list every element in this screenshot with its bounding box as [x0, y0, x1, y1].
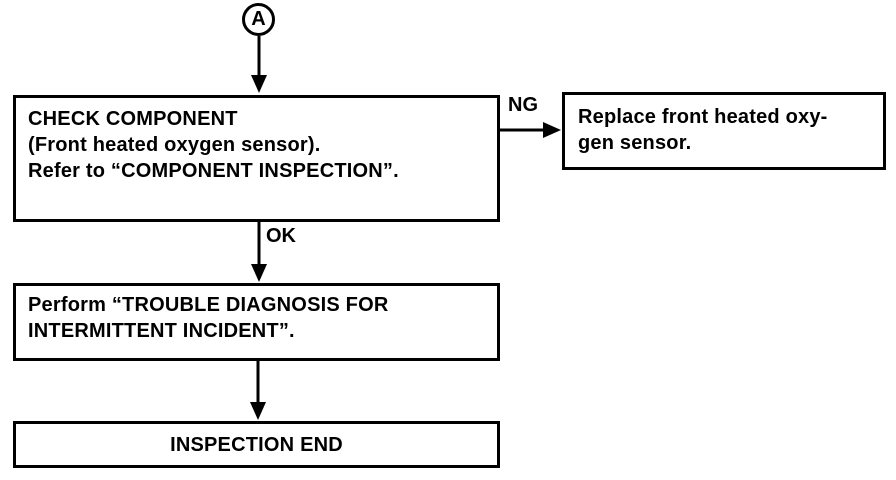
- node-inspection-end-line1: INSPECTION END: [170, 433, 343, 456]
- arrow-check-to-perform: [251, 221, 267, 282]
- node-replace-sensor: Replace front heated oxy- gen sensor.: [562, 92, 886, 170]
- arrowhead-down-icon: [251, 75, 267, 93]
- node-perform-diagnosis-line1: Perform “TROUBLE DIAGNOSIS FOR: [28, 294, 389, 316]
- edge-label-ok: OK: [266, 225, 296, 247]
- node-replace-sensor-line2: gen sensor.: [578, 132, 692, 154]
- edge-label-ng: NG: [508, 94, 538, 116]
- node-inspection-end: INSPECTION END: [13, 421, 500, 468]
- node-perform-diagnosis-line2: INTERMITTENT INCIDENT”.: [28, 320, 295, 342]
- node-check-component-line2: (Front heated oxygen sensor).: [28, 134, 321, 156]
- connector-a-label: A: [251, 8, 266, 30]
- node-check-component-line3: Refer to “COMPONENT INSPECTION”.: [28, 160, 399, 182]
- arrowhead-down-icon: [250, 402, 266, 420]
- arrowhead-down-icon: [251, 264, 267, 282]
- connector-a: A: [242, 3, 275, 36]
- node-check-component-line1: CHECK COMPONENT: [28, 108, 238, 130]
- arrow-perform-to-end: [250, 360, 266, 420]
- arrow-check-to-replace: [499, 122, 561, 138]
- node-replace-sensor-line1: Replace front heated oxy-: [578, 106, 828, 128]
- arrow-connector-to-check: [251, 36, 267, 93]
- arrowhead-right-icon: [543, 122, 561, 138]
- node-perform-diagnosis: Perform “TROUBLE DIAGNOSIS FOR INTERMITT…: [13, 283, 500, 361]
- node-check-component: CHECK COMPONENT (Front heated oxygen sen…: [13, 95, 500, 222]
